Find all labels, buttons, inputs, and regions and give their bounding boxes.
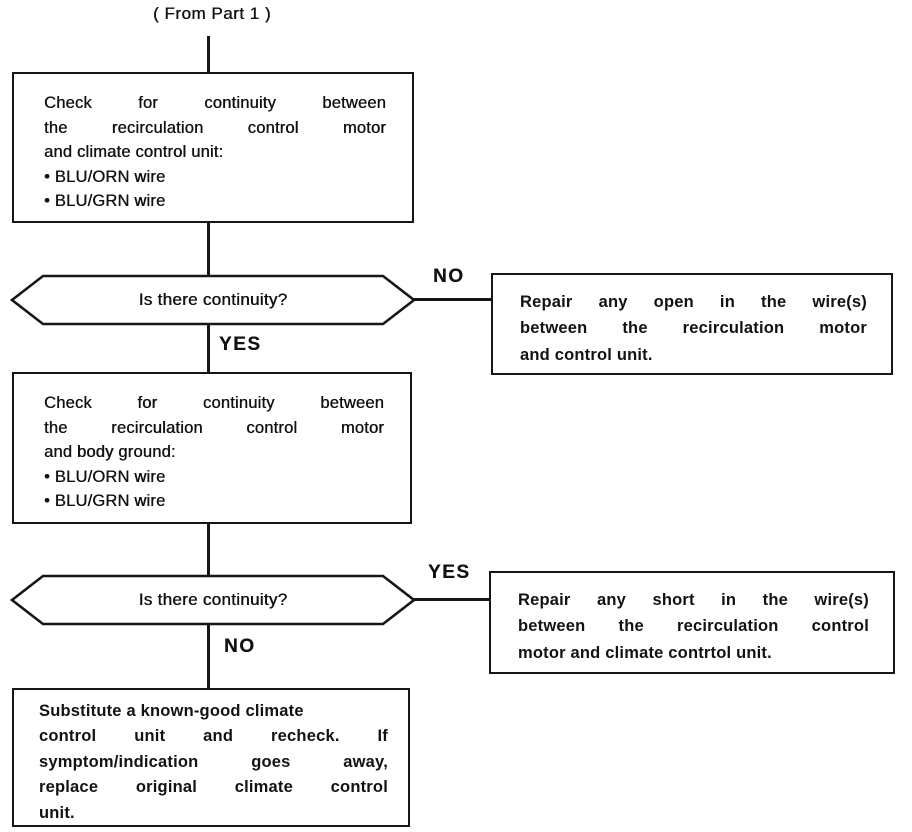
text-line: Repair any short in the wire(s) (518, 591, 869, 609)
bullet-line: • BLU/ORN wire (44, 167, 166, 186)
decision-continuity-1: Is there continuity? (10, 274, 416, 326)
substitute-climate-control-unit-box: Substitute a known-good climate control … (12, 688, 410, 827)
check-continuity-body-ground-box: Check for continuity between the recircu… (12, 372, 412, 524)
from-part-1-label: ( From Part 1 ) (152, 4, 271, 23)
yes-branch-label-2: YES (428, 562, 471, 583)
repair-short-wires-box: Repair any short in the wire(s) between … (489, 571, 895, 674)
check-continuity-control-unit-box: Check for continuity between the recircu… (12, 72, 414, 223)
text-line: between the recirculation motor (520, 319, 867, 338)
connector-decision1-no (414, 298, 492, 301)
text-line: motor and climate contrtol unit. (518, 643, 772, 662)
text-line: symptom/indication goes away, (39, 752, 388, 771)
connector-box1-to-decision1 (207, 221, 210, 275)
text-line: replace original climate control (39, 778, 388, 797)
text-line: Substitute a known-good climate (39, 702, 304, 720)
connector-decision2-yes (414, 598, 490, 601)
bullet-line: • BLU/GRN wire (44, 492, 166, 511)
text-line: and body ground: (44, 443, 176, 462)
connector-decision1-yes (207, 324, 210, 373)
bullet-line: • BLU/GRN wire (44, 192, 166, 211)
text-line: and climate control unit: (44, 143, 224, 162)
text-line: and control unit. (520, 345, 653, 364)
connector-decision2-no (207, 624, 210, 688)
text-line: Check for continuity between (44, 394, 384, 412)
hexagon-outline (10, 274, 416, 326)
text-line: Repair any open in the wire(s) (520, 293, 867, 311)
connector-entry (207, 36, 210, 72)
decision-question: Is there continuity? (138, 590, 288, 609)
connector-box2-to-decision2 (207, 522, 210, 575)
no-branch-label-2: NO (224, 636, 256, 657)
text-line: Check for continuity between (44, 94, 386, 112)
yes-branch-label-1: YES (219, 334, 262, 355)
text-line: the recirculation control motor (44, 118, 386, 137)
no-branch-label-1: NO (433, 266, 465, 287)
text-line: unit. (39, 803, 75, 822)
decision-continuity-2: Is there continuity? (10, 574, 416, 626)
text-line: between the recirculation control (518, 617, 869, 636)
hexagon-outline (10, 574, 416, 626)
decision-question: Is there continuity? (138, 290, 288, 309)
repair-open-wires-box: Repair any open in the wire(s) between t… (491, 273, 893, 375)
text-line: the recirculation control motor (44, 418, 384, 437)
text-line: control unit and recheck. If (39, 727, 388, 746)
bullet-line: • BLU/ORN wire (44, 467, 166, 486)
